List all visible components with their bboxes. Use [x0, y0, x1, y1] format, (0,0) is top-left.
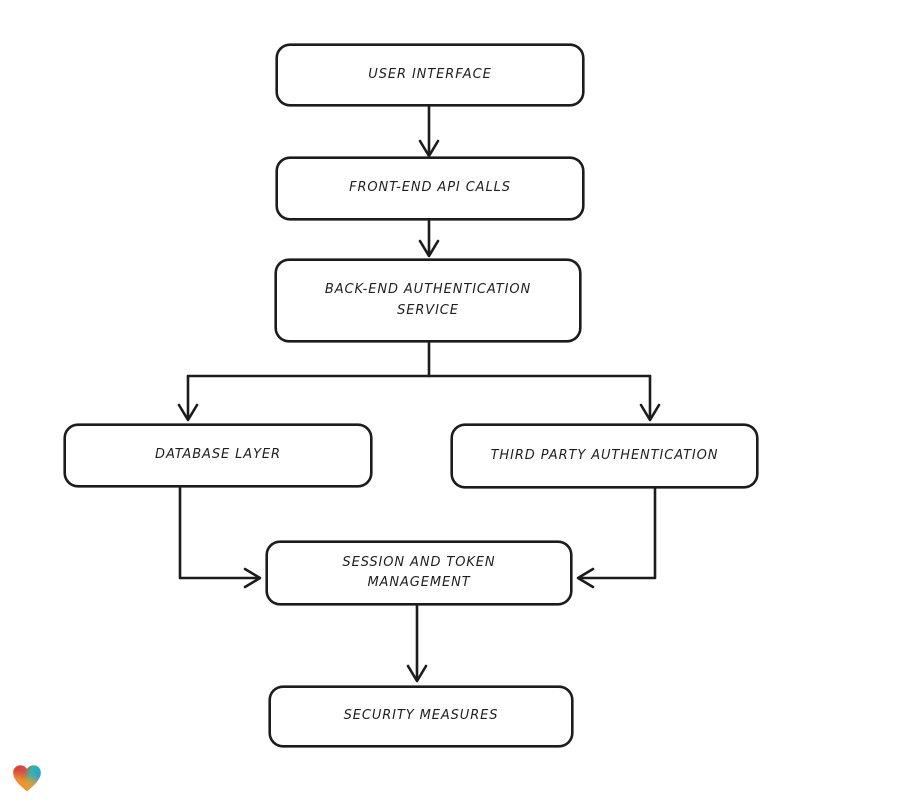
node-label: SECURITY MEASURES — [343, 708, 499, 724]
node-label: THIRD PARTY AUTHENTICATION — [490, 447, 719, 463]
edge-user-interface-to-front-end-api-calls — [418, 105, 440, 158]
node-user-interface[interactable]: USER INTERFACE — [276, 44, 584, 106]
node-database-layer[interactable]: DATABASE LAYER — [64, 424, 372, 487]
node-front-end-api-calls[interactable]: FRONT-END API CALLS — [276, 157, 584, 220]
edge-back-end-authentication-service-branch — [177, 340, 661, 422]
edge-session-and-token-management-to-security-measures — [406, 604, 428, 683]
node-label: MANAGEMENT — [367, 575, 471, 590]
edge-front-end-api-calls-to-back-end-authentication-service — [418, 219, 440, 258]
node-label: DATABASE LAYER — [155, 447, 281, 463]
node-label: SESSION AND TOKEN — [342, 554, 496, 570]
node-security-measures[interactable]: SECURITY MEASURES — [269, 686, 573, 747]
edge-third-party-authentication-to-session-and-token-management — [576, 487, 657, 589]
node-third-party-authentication[interactable]: THIRD PARTY AUTHENTICATION — [451, 424, 758, 488]
heart-gradient-icon — [13, 765, 41, 792]
node-session-and-token-management[interactable]: SESSION AND TOKEN MANAGEMENT — [266, 541, 572, 605]
node-label: SERVICE — [397, 302, 459, 318]
node-label: USER INTERFACE — [368, 66, 492, 82]
node-label: BACK-END AUTHENTICATION — [324, 282, 532, 298]
node-label: FRONT-END API CALLS — [349, 180, 511, 196]
node-back-end-authentication-service[interactable]: BACK-END AUTHENTICATION SERVICE — [275, 259, 581, 342]
edge-database-layer-to-session-and-token-management — [178, 486, 262, 589]
